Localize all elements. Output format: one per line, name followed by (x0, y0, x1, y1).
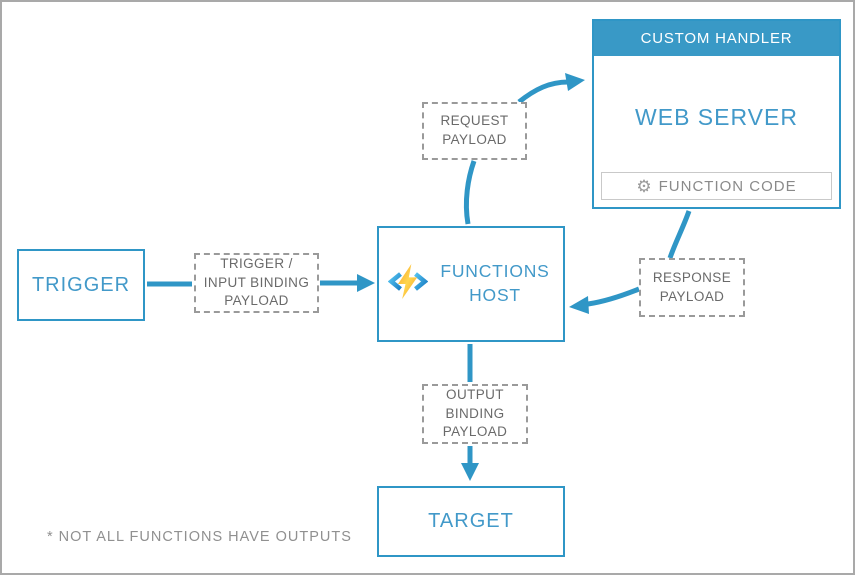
footnote: * NOT ALL FUNCTIONS HAVE OUTPUTS (47, 529, 352, 545)
target-box: TARGET (377, 486, 565, 557)
payload-line: BINDING (445, 405, 505, 421)
payload-line: RESPONSE (652, 269, 732, 285)
connector-request-to-handler (517, 79, 569, 104)
output-binding-payload-box: OUTPUT BINDING PAYLOAD (422, 384, 528, 444)
arrowhead-into-host-left (357, 274, 375, 292)
payload-line: PAYLOAD (659, 288, 725, 304)
response-payload-box: RESPONSE PAYLOAD (639, 258, 745, 317)
arrowhead-into-host-right (569, 296, 589, 314)
payload-line: PAYLOAD (442, 424, 508, 440)
web-server-label: WEB SERVER (635, 104, 798, 130)
azure-functions-icon (387, 263, 429, 305)
payload-line: TRIGGER / (220, 256, 293, 272)
function-code-label: FUNCTION CODE (658, 177, 797, 195)
function-code-box: ⚙ FUNCTION CODE (601, 172, 832, 200)
request-payload-box: REQUEST PAYLOAD (422, 102, 527, 160)
custom-handler-body: WEB SERVER ⚙ FUNCTION CODE (594, 56, 839, 207)
arrowhead-into-target (461, 463, 479, 481)
connector-host-to-request (463, 160, 477, 225)
payload-line: REQUEST (440, 113, 509, 129)
gear-icon: ⚙ (636, 176, 653, 196)
trigger-label: TRIGGER (31, 273, 131, 296)
payload-line: PAYLOAD (224, 293, 289, 309)
payload-line: INPUT BINDING (203, 274, 310, 290)
arrowhead-into-handler (565, 73, 585, 91)
connector-response-to-host (587, 286, 640, 307)
functions-host-label: FUNCTIONS HOST (440, 261, 550, 305)
target-label: TARGET (428, 510, 514, 532)
payload-line: OUTPUT (446, 387, 504, 403)
trigger-input-binding-payload-box: TRIGGER / INPUT BINDING PAYLOAD (194, 253, 319, 313)
payload-line: PAYLOAD (442, 132, 507, 147)
trigger-box: TRIGGER (17, 249, 145, 321)
connector-handler-to-response (667, 210, 692, 259)
custom-handler-box: CUSTOM HANDLER WEB SERVER ⚙ FUNCTION COD… (592, 19, 841, 209)
custom-handler-header: CUSTOM HANDLER (594, 21, 839, 56)
functions-host-box: FUNCTIONS HOST (377, 226, 565, 342)
